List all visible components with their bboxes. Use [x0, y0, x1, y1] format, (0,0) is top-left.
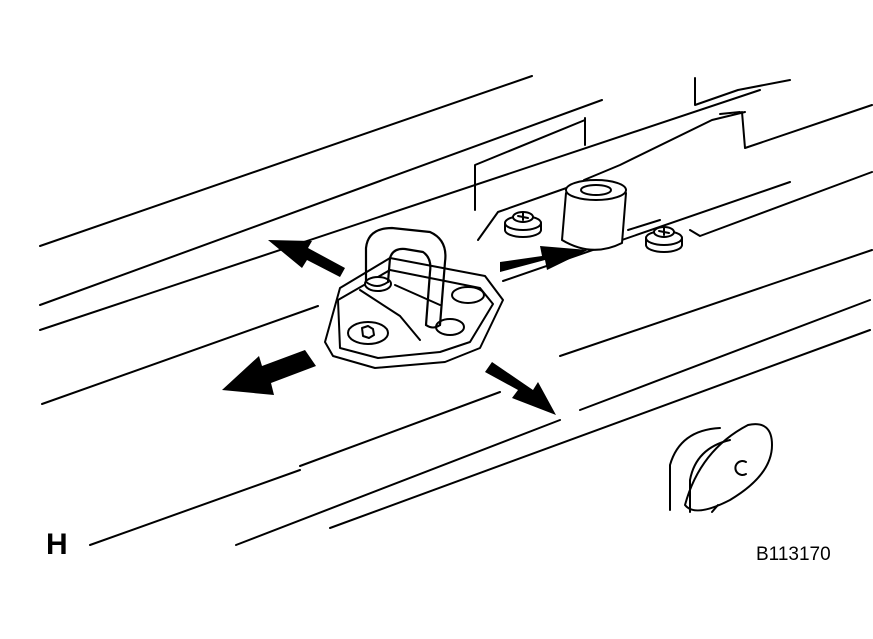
rubber-bumper: [561, 179, 627, 251]
view-letter: H: [46, 528, 68, 561]
figure-code: B113170: [756, 544, 831, 565]
body-panel-lines: [39, 75, 873, 546]
removal-arrow: [500, 246, 588, 272]
removal-arrow: [485, 362, 556, 415]
torx-screw: [347, 321, 389, 345]
removal-arrow: [268, 240, 345, 277]
phillips-screw: [504, 211, 542, 238]
body-hole: [669, 423, 773, 513]
removal-arrow: [222, 350, 316, 395]
upper-flange: [474, 77, 873, 241]
striker-hook: [324, 226, 504, 369]
phillips-screw: [645, 226, 683, 253]
